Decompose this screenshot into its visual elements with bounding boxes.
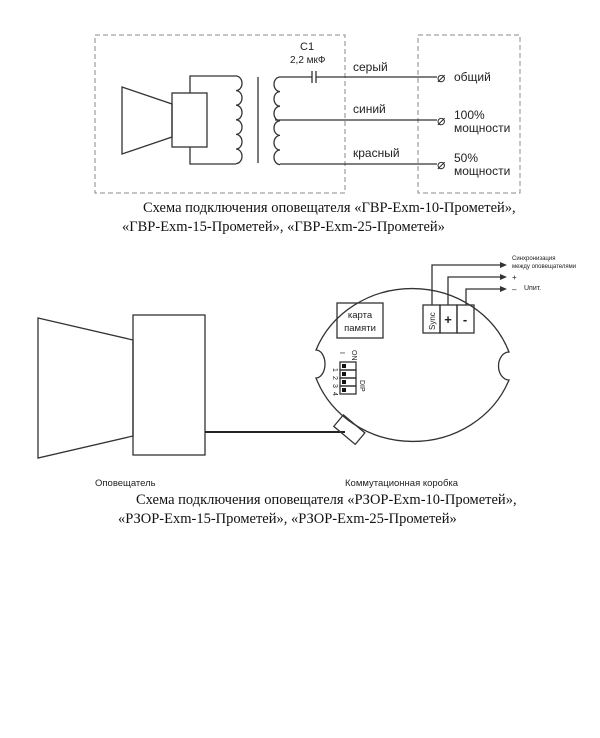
terminal-screw-icon: ⌀: [437, 156, 445, 172]
capacitor-name: C1: [300, 41, 314, 53]
dip-on-label: ON: [350, 350, 357, 361]
memory-card-label: карта: [348, 310, 373, 321]
caption-1-line-2: «ГВР-Exm-15-Прометей», «ГВР-Exm-25-Проме…: [122, 219, 445, 235]
sync-label-2: между оповещателями: [512, 264, 576, 270]
driver-unit: [171, 92, 208, 148]
wire-gray-label: серый: [353, 60, 388, 74]
terminal-screw-icon: ⌀: [437, 112, 445, 128]
primary-coil: [235, 75, 243, 165]
terminal-minus: -: [463, 312, 467, 327]
speaker-body: [132, 314, 206, 456]
junction-box-outline: [315, 287, 510, 443]
capacitor-value: 2,2 мкФ: [290, 55, 326, 66]
diagram-rzor: карта памяти Sync + - Синхронизация межд…: [37, 256, 576, 527]
memory-card: [336, 302, 384, 339]
power-plus-label: +: [512, 273, 517, 282]
dip-number: 4: [331, 392, 338, 396]
junction-box-label: Коммутационная коробка: [345, 478, 459, 489]
terminal-sync: Sync: [428, 312, 437, 330]
dip-number: 1: [331, 368, 338, 372]
external-wires: [431, 264, 505, 305]
wire-red-label: красный: [353, 146, 400, 160]
dip-off-label: I: [338, 352, 345, 354]
dip-switch: 1 2 3 4 I ON DIP: [331, 350, 365, 396]
dip-number: 2: [331, 376, 338, 380]
terminal-common-label: общий: [454, 70, 491, 84]
horn-icon: [37, 317, 134, 459]
capacitor-icon: [311, 71, 317, 83]
diagram-gvr: C1 2,2 мкФ серый синий красный ⌀ ⌀ ⌀ общ…: [94, 34, 521, 235]
terminal-screw-icon: ⌀: [437, 69, 445, 85]
terminal-plus: +: [444, 312, 452, 327]
cable-gland: [332, 413, 366, 446]
caption-2-line-2: «РЗОР-Exm-15-Прометей», «РЗОР-Exm-25-Про…: [118, 511, 457, 527]
terminal-block: Sync + -: [422, 304, 475, 334]
terminal-enclosure-boundary: [417, 34, 521, 194]
terminal-100-label: 100%: [454, 108, 485, 122]
primary-wires: [189, 75, 236, 165]
terminal-50-label: 50%: [454, 151, 478, 165]
horn-icon: [121, 86, 173, 155]
speaker-label: Оповещатель: [95, 478, 156, 489]
secondary-coil: [273, 76, 281, 166]
terminal-100-label-2: мощности: [454, 121, 510, 135]
power-minus-label: –: [512, 285, 517, 294]
caption-2-line-1: Схема подключения оповещателя «РЗОР-Exm-…: [136, 492, 517, 508]
dip-label: DIP: [358, 380, 365, 392]
power-label: Uпит.: [524, 285, 541, 292]
memory-card-label-2: памяти: [344, 323, 376, 334]
wire-blue-label: синий: [353, 102, 386, 116]
caption-1-line-1: Схема подключения оповещателя «ГВР-Exm-1…: [143, 200, 516, 216]
sync-label: Синхронизация: [512, 256, 555, 262]
speaker-enclosure-boundary: [94, 34, 346, 194]
terminal-50-label-2: мощности: [454, 164, 510, 178]
dip-number: 3: [331, 384, 338, 388]
arrow-icons: [500, 262, 507, 292]
